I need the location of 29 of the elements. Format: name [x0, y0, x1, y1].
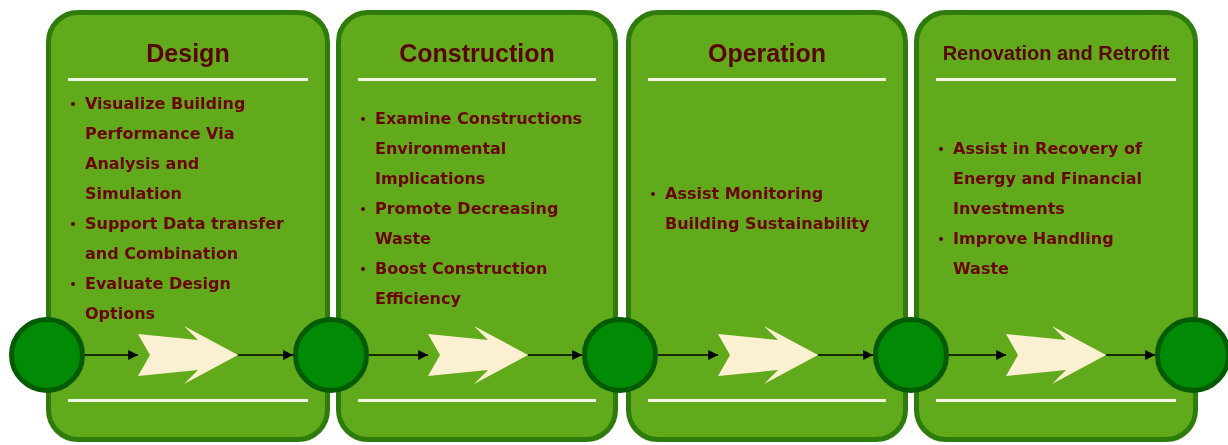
- arrow: [84, 350, 139, 360]
- stage-heading: Construction: [398, 38, 556, 69]
- stage-panel: [626, 10, 908, 442]
- bullet-text: Promote Decreasing Waste: [375, 198, 560, 250]
- bullet-text: Evaluate Design Options: [85, 273, 232, 325]
- chevron-arrow: [718, 326, 818, 384]
- bullet-text: Visualize Building Performance Via Analysis and Simulation: [85, 93, 247, 205]
- bullet-text: Improve Handling Waste: [953, 228, 1115, 280]
- stage-heading: Operation: [706, 38, 828, 69]
- stage-panel: [336, 10, 618, 442]
- arrow: [817, 350, 874, 360]
- bullet-text: Assist Monitoring Building Sustainability: [665, 183, 871, 235]
- stage-panel: [46, 10, 330, 442]
- arrow: [527, 350, 583, 360]
- arrow: [368, 350, 429, 360]
- stage-panel: [914, 10, 1198, 442]
- bullet-text: Examine Constructions Environmental Implications: [375, 108, 584, 190]
- chevron-arrow: [1006, 326, 1106, 384]
- arrow: [948, 350, 1007, 360]
- chevron-arrow: [428, 326, 528, 384]
- stage-heading: Design: [145, 38, 231, 69]
- arrow: [1105, 350, 1156, 360]
- stage-heading: Renovation and Retrofit: [941, 41, 1171, 66]
- chevron-arrow: [138, 326, 238, 384]
- bullet-text: Support Data transfer and Combination: [85, 213, 285, 265]
- arrow: [237, 350, 294, 360]
- arrow: [657, 350, 719, 360]
- bullet-text: Assist in Recovery of Energy and Financial Investments: [953, 138, 1143, 220]
- bullet-text: Boost Construction Efficiency: [375, 258, 549, 310]
